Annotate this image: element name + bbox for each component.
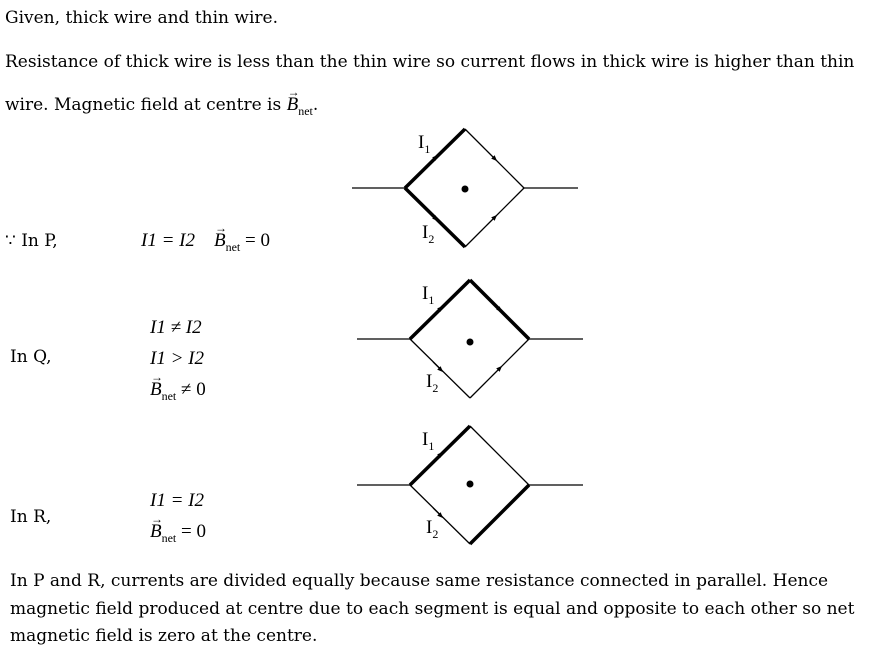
diagram-p (352, 127, 578, 249)
label-i1-r: I1 (422, 429, 435, 453)
label-i2-r: I2 (426, 517, 439, 541)
net-sub: net (225, 239, 241, 254)
case-q-eq3: Bnet ≠ 0 (150, 365, 206, 408)
case-p-eq1: I1 = I2 (141, 230, 195, 251)
case-q-eq1: I1 ≠ I2 (150, 317, 202, 338)
conclusion-line-2: magnetic field produced at centre due to… (10, 599, 855, 619)
eq-value: ≠ 0 (181, 379, 206, 400)
net-sub: net (298, 103, 313, 118)
period: . (312, 95, 319, 115)
given-text: Given, thick wire and thin wire. (5, 8, 278, 28)
case-p-label: ∵ In P, (5, 231, 58, 251)
b-vector: B (150, 507, 163, 544)
para1-line2: wire. Magnetic field at centre is Bnet. (5, 80, 319, 123)
label-i1-p: I1 (418, 132, 431, 156)
eq-value: = 0 (245, 230, 270, 251)
para1-line1: Resistance of thick wire is less than th… (5, 52, 855, 72)
case-q-label: In Q, (10, 347, 52, 367)
net-sub: net (161, 388, 177, 403)
case-q-eq2: I1 > I2 (150, 348, 204, 369)
case-r-eq2: Bnet = 0 (150, 507, 206, 550)
label-i1-q: I1 (422, 283, 435, 307)
conclusion-line-1: In P and R, currents are divided equally… (10, 571, 829, 591)
case-r-label: In R, (10, 507, 52, 527)
case-r-eq1: I1 = I2 (150, 490, 204, 511)
net-sub: net (161, 530, 177, 545)
b-vector: B (287, 80, 300, 117)
b-vector: B (150, 365, 163, 402)
conclusion-line-3: magnetic field is zero at the centre. (10, 626, 318, 646)
diagram-r (357, 424, 583, 546)
diagram-q (357, 278, 583, 399)
para1-line2-text: wire. Magnetic field at centre is (5, 95, 282, 115)
b-vector: B (214, 216, 227, 253)
label-i2-p: I2 (422, 222, 435, 246)
case-p-eq2: Bnet = 0 (214, 216, 270, 259)
eq-value: = 0 (181, 521, 206, 542)
label-i2-q: I2 (426, 371, 439, 395)
